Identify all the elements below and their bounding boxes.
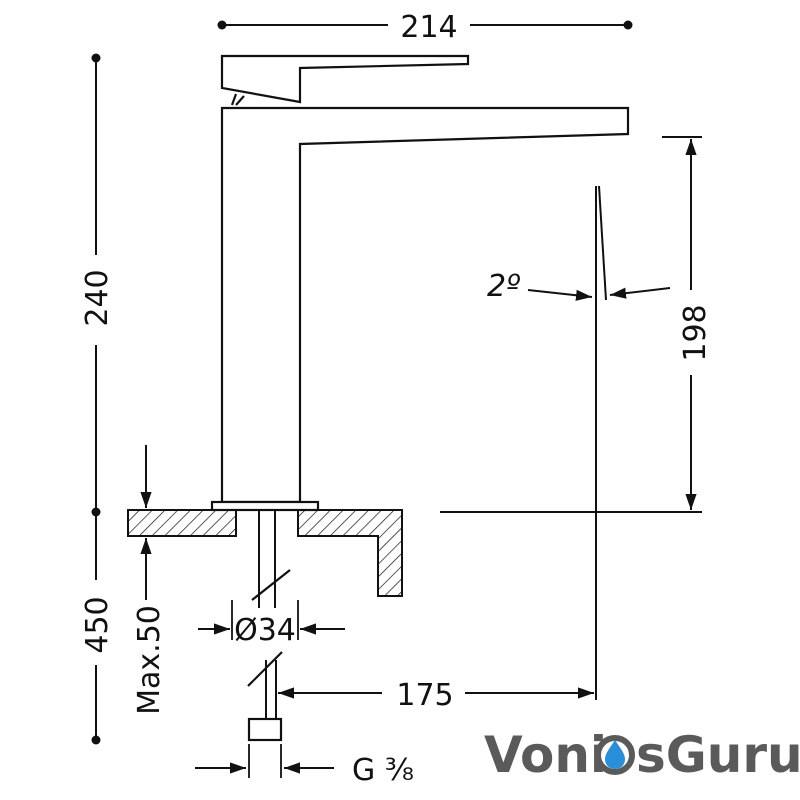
dim-label-175: 175 bbox=[396, 678, 453, 713]
dimension-thread: G ³⁄₈ bbox=[195, 744, 414, 788]
faucet-spout-column bbox=[220, 106, 630, 504]
faucet-body bbox=[210, 54, 630, 512]
base-flange bbox=[210, 500, 320, 512]
water-stream bbox=[595, 185, 607, 700]
dim-label-diameter: Ø34 bbox=[234, 613, 296, 648]
logo-text-part1: Voni bbox=[484, 726, 607, 784]
dimension-angle: 2º bbox=[487, 269, 671, 304]
lever-joint bbox=[230, 93, 238, 106]
dimension-450: 450 bbox=[80, 512, 115, 745]
dimension-240: 240 bbox=[80, 53, 115, 517]
dimension-175: 175 bbox=[278, 678, 594, 713]
dimension-214: 214 bbox=[217, 10, 633, 45]
dim-label-214: 214 bbox=[400, 10, 457, 45]
dim-label-198: 198 bbox=[678, 304, 713, 361]
dim-label-thread: G ³⁄₈ bbox=[352, 753, 414, 788]
connection-nut bbox=[247, 717, 283, 742]
countertop-right bbox=[297, 509, 403, 597]
countertop-left bbox=[127, 509, 237, 537]
dimension-diameter: Ø34 bbox=[198, 600, 345, 648]
dim-label-max50: Max.50 bbox=[132, 605, 167, 715]
dimension-max50: Max.50 bbox=[132, 445, 167, 715]
lever-handle bbox=[220, 54, 470, 104]
dim-label-450: 450 bbox=[80, 596, 115, 653]
water-drop-icon bbox=[595, 735, 635, 775]
supply-hose bbox=[247, 510, 291, 742]
countertop-section bbox=[127, 509, 403, 597]
dim-label-angle: 2º bbox=[487, 269, 520, 304]
logo-text-part2: sGuru bbox=[636, 726, 800, 784]
dimension-198: 198 bbox=[440, 136, 713, 513]
vonios-guru-logo: Voni sGuru bbox=[484, 726, 800, 784]
dim-label-240: 240 bbox=[80, 269, 115, 326]
